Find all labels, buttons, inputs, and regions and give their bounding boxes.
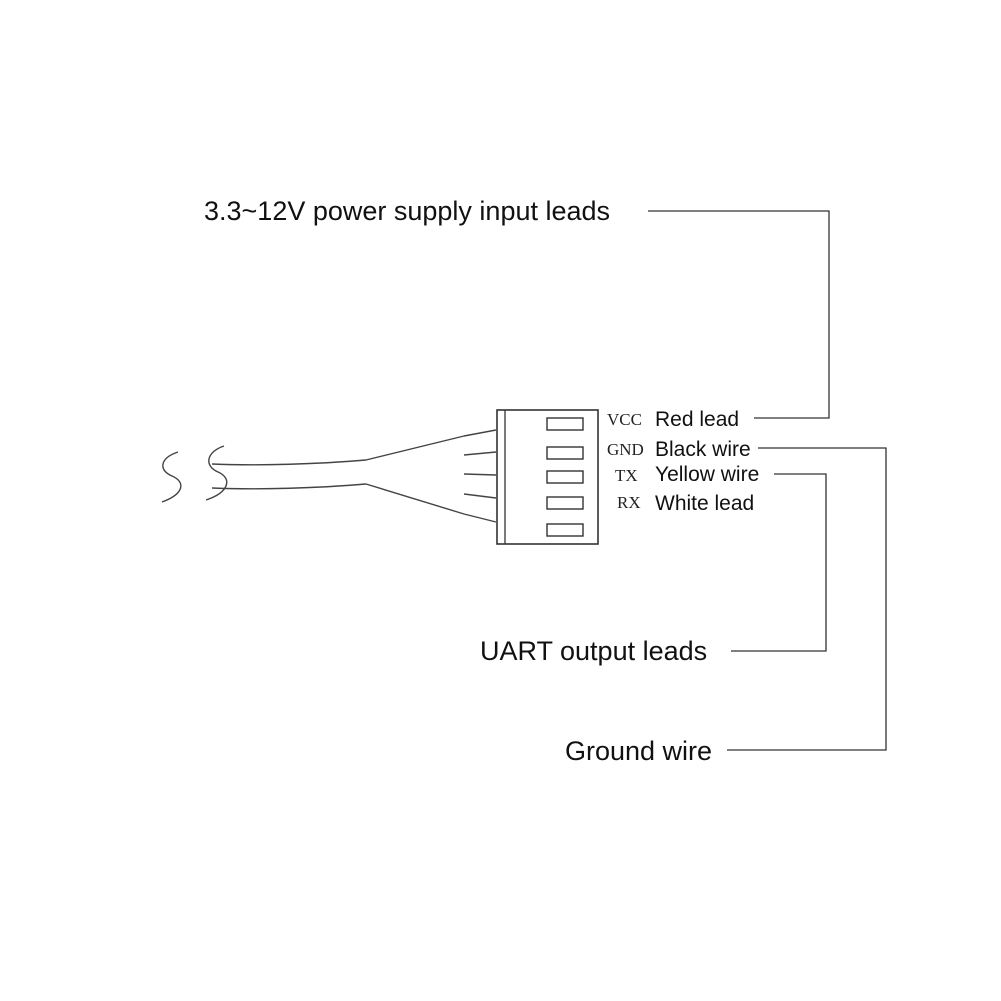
cable-fan-top bbox=[365, 435, 465, 461]
leader-line-power bbox=[648, 210, 830, 419]
callout-power-input: 3.3~12V power supply input leads bbox=[204, 196, 610, 226]
wire-end-2 bbox=[463, 451, 497, 456]
pin-signal-vcc: VCC bbox=[607, 410, 642, 429]
cable-top-edge bbox=[211, 459, 367, 466]
callout-uart-output: UART output leads bbox=[480, 636, 707, 666]
wire-label-yellow: Yellow wire bbox=[655, 463, 759, 486]
wire-label-black: Black wire bbox=[655, 438, 751, 461]
wire-end-4 bbox=[463, 493, 497, 499]
pin-signal-gnd: GND bbox=[607, 440, 644, 459]
wire-ends bbox=[463, 429, 497, 523]
cable-break-mark-right bbox=[205, 445, 228, 501]
connector-slot bbox=[546, 417, 584, 431]
wire-label-red: Red lead bbox=[655, 408, 739, 431]
pin-signal-rx: RX bbox=[617, 493, 641, 512]
cable-fan-bottom bbox=[365, 483, 465, 515]
connector-slot bbox=[546, 470, 584, 484]
wire-end-5 bbox=[463, 513, 497, 523]
connector-slot bbox=[546, 523, 584, 537]
cable-break-mark-left bbox=[161, 451, 182, 503]
leader-line-ground bbox=[727, 447, 887, 751]
cable-bottom-edge bbox=[211, 483, 367, 490]
connector-slot bbox=[546, 446, 584, 460]
callouts: 3.3~12V power supply input leads UART ou… bbox=[204, 196, 712, 766]
connector bbox=[496, 409, 599, 545]
connector-slot bbox=[546, 496, 584, 510]
leader-lines bbox=[648, 210, 887, 751]
wire-end-1 bbox=[463, 429, 497, 437]
cable bbox=[161, 435, 465, 515]
wire-end-3 bbox=[463, 473, 497, 476]
callout-ground-wire: Ground wire bbox=[565, 736, 712, 766]
leader-line-uart bbox=[731, 473, 827, 652]
pin-signal-tx: TX bbox=[615, 466, 638, 485]
pin-labels: VCC GND TX RX Red lead Black wire Yellow… bbox=[607, 408, 759, 515]
wire-label-white: White lead bbox=[655, 492, 754, 515]
